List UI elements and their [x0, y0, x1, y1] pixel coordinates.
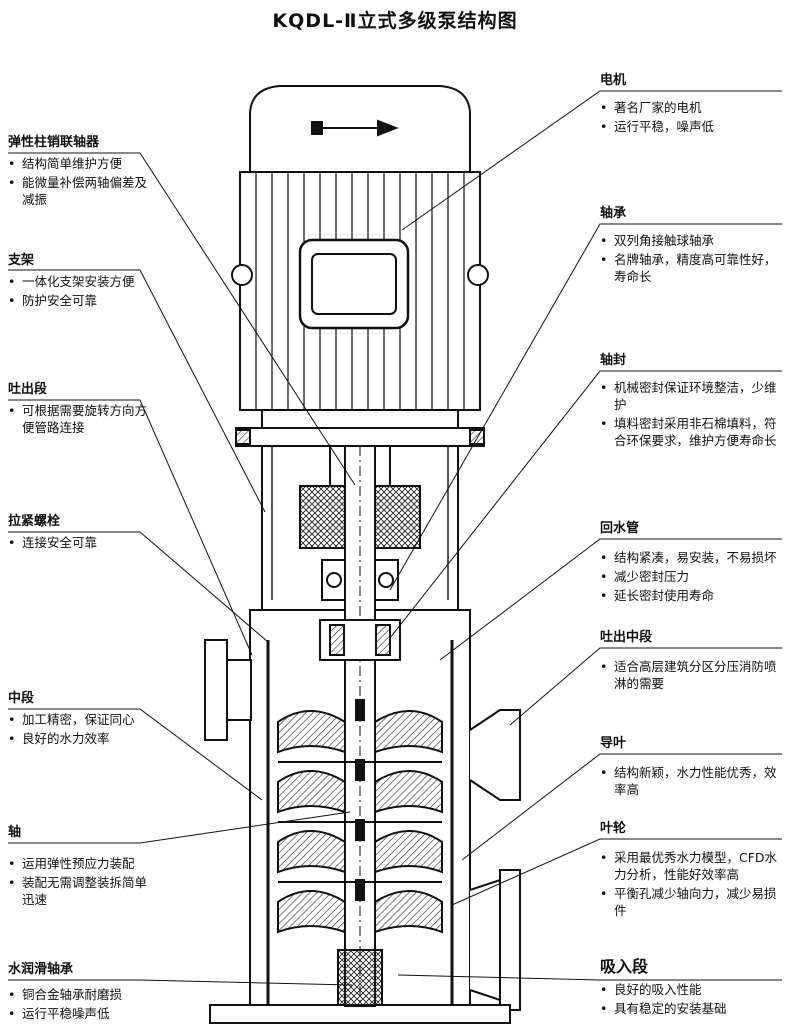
label-coupling-item: 结构简单维护方便: [8, 155, 158, 172]
label-return-pipe-item: 结构紧凑，易安装，不易损坏: [600, 549, 785, 566]
label-tie-bolt: 拉紧螺栓 连接安全可靠: [8, 513, 158, 553]
label-guide-vane-head: 导叶: [600, 736, 627, 751]
label-discharge-head: 吐出段: [8, 382, 48, 397]
label-bracket: 支架 一体化支架安装方便 防护安全可靠: [8, 252, 158, 311]
label-discharge-middle-head: 吐出中段: [600, 630, 653, 645]
label-impeller-item: 采用最优秀水力模型，CFD水力分析，性能好效率高: [600, 849, 785, 883]
label-motor-item: 著名厂家的电机: [600, 99, 785, 116]
label-shaft-seal-item: 填料密封采用非石棉填料，符合环保要求，维护方便寿命长: [600, 415, 785, 449]
label-suction: 吸入段 良好的吸入性能 具有稳定的安装基础: [600, 958, 785, 1019]
label-discharge-item: 可根据需要旋转方向方便管路连接: [8, 402, 158, 436]
label-coupling: 弹性柱销联轴器 结构简单维护方便 能微量补偿两轴偏差及减振: [8, 134, 158, 210]
label-bearing-item: 双列角接触球轴承: [600, 232, 785, 249]
label-coupling-item: 能微量补偿两轴偏差及减振: [8, 174, 158, 208]
label-middle-section-item: 良好的水力效率: [8, 730, 158, 747]
label-tie-bolt-head: 拉紧螺栓: [8, 514, 61, 529]
label-bracket-head: 支架: [8, 253, 35, 268]
label-water-bearing: 水润滑轴承 铜合金轴承耐磨损 运行平稳噪声低: [8, 961, 158, 1024]
diagram-title: KQDL-Ⅱ立式多级泵结构图: [272, 10, 518, 32]
label-shaft-seal-item: 机械密封保证环境整洁，少维护: [600, 379, 785, 413]
label-impeller: 叶轮 采用最优秀水力模型，CFD水力分析，性能好效率高 平衡孔减少轴向力，减少易…: [600, 820, 785, 921]
label-return-pipe-item: 减少密封压力: [600, 568, 785, 585]
label-bracket-item: 一体化支架安装方便: [8, 273, 158, 290]
label-shaft-item: 运用弹性预应力装配: [8, 855, 158, 872]
label-guide-vane-item: 结构新颖，水力性能优秀，效率高: [600, 764, 785, 798]
label-bearing: 轴承 双列角接触球轴承 名牌轴承，精度高可靠性好，寿命长: [600, 205, 785, 287]
label-return-pipe-head: 回水管: [600, 521, 640, 536]
leader-lines: [8, 90, 782, 986]
label-discharge: 吐出段 可根据需要旋转方向方便管路连接: [8, 381, 158, 438]
motor: [231, 85, 489, 447]
label-return-pipe: 回水管 结构紧凑，易安装，不易损坏 减少密封压力 延长密封使用寿命: [600, 520, 785, 606]
label-suction-head: 吸入段: [600, 957, 649, 976]
label-water-bearing-item: 铜合金轴承耐磨损: [8, 986, 158, 1003]
label-tie-bolt-item: 连接安全可靠: [8, 534, 158, 551]
label-impeller-item: 平衡孔减少轴向力，减少易损件: [600, 885, 785, 919]
label-motor-head: 电机: [600, 73, 627, 88]
label-impeller-head: 叶轮: [600, 821, 627, 836]
label-middle-section-item: 加工精密，保证同心: [8, 711, 158, 728]
label-water-bearing-item: 运行平稳噪声低: [8, 1005, 158, 1022]
label-coupling-head: 弹性柱销联轴器: [8, 135, 100, 150]
label-motor-item: 运行平稳，噪声低: [600, 118, 785, 135]
label-middle-section-head: 中段: [8, 691, 35, 706]
label-water-bearing-head: 水润滑轴承: [8, 962, 74, 977]
label-return-pipe-item: 延长密封使用寿命: [600, 587, 785, 604]
label-suction-item: 具有稳定的安装基础: [600, 1000, 785, 1017]
label-shaft-head: 轴: [8, 825, 22, 840]
label-middle-section: 中段 加工精密，保证同心 良好的水力效率: [8, 690, 158, 749]
label-shaft: 轴 运用弹性预应力装配 装配无需调整装拆简单迅速: [8, 824, 158, 910]
label-shaft-seal: 轴封 机械密封保证环境整洁，少维护 填料密封采用非石棉填料，符合环保要求，维护方…: [600, 352, 785, 451]
label-guide-vane: 导叶 结构新颖，水力性能优秀，效率高: [600, 735, 785, 800]
label-motor: 电机 著名厂家的电机 运行平稳，噪声低: [600, 72, 785, 137]
label-discharge-middle: 吐出中段 适合高层建筑分区分压消防喷淋的需要: [600, 629, 785, 694]
label-shaft-seal-head: 轴封: [600, 353, 627, 368]
label-shaft-item: 装配无需调整装拆简单迅速: [8, 874, 158, 908]
pump-body: [204, 445, 521, 1024]
label-bearing-head: 轴承: [600, 206, 627, 221]
label-bracket-item: 防护安全可靠: [8, 292, 158, 309]
label-bearing-item: 名牌轴承，精度高可靠性好，寿命长: [600, 251, 785, 285]
label-discharge-middle-item: 适合高层建筑分区分压消防喷淋的需要: [600, 658, 785, 692]
label-suction-item: 良好的吸入性能: [600, 981, 785, 998]
